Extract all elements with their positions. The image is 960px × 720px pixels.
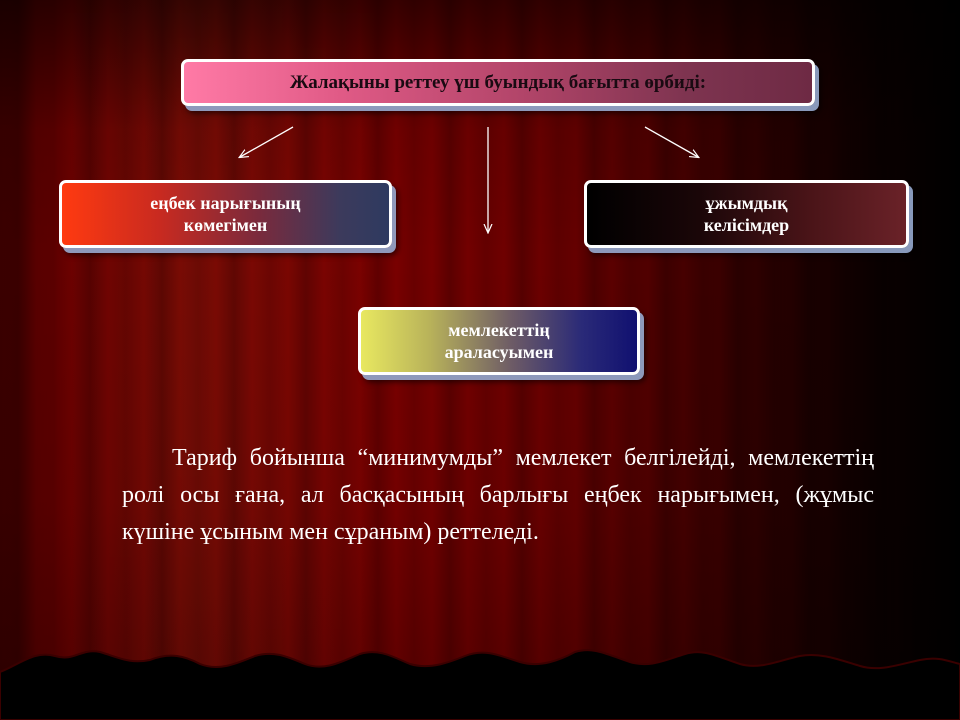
collective-agreements-label: ұжымдық келісімдер (703, 192, 790, 236)
state-intervention-box: мемлекеттің араласуымен (358, 307, 640, 375)
diagram-title-box: Жалақыны реттеу үш буындық бағытта өрбид… (181, 59, 815, 106)
explanation-paragraph: Тариф бойынша “минимумды” мемлекет белгі… (122, 445, 874, 545)
arrow-to-right (644, 126, 698, 157)
arrow-to-left (240, 126, 294, 157)
labor-market-label: еңбек нарығының көмегімен (150, 192, 301, 236)
diagram-title: Жалақыны реттеу үш буындық бағытта өрбид… (289, 71, 707, 93)
labor-market-box: еңбек нарығының көмегімен (59, 180, 392, 248)
state-intervention-label: мемлекеттің араласуымен (444, 319, 554, 363)
collective-agreements-box: ұжымдық келісімдер (584, 180, 909, 248)
